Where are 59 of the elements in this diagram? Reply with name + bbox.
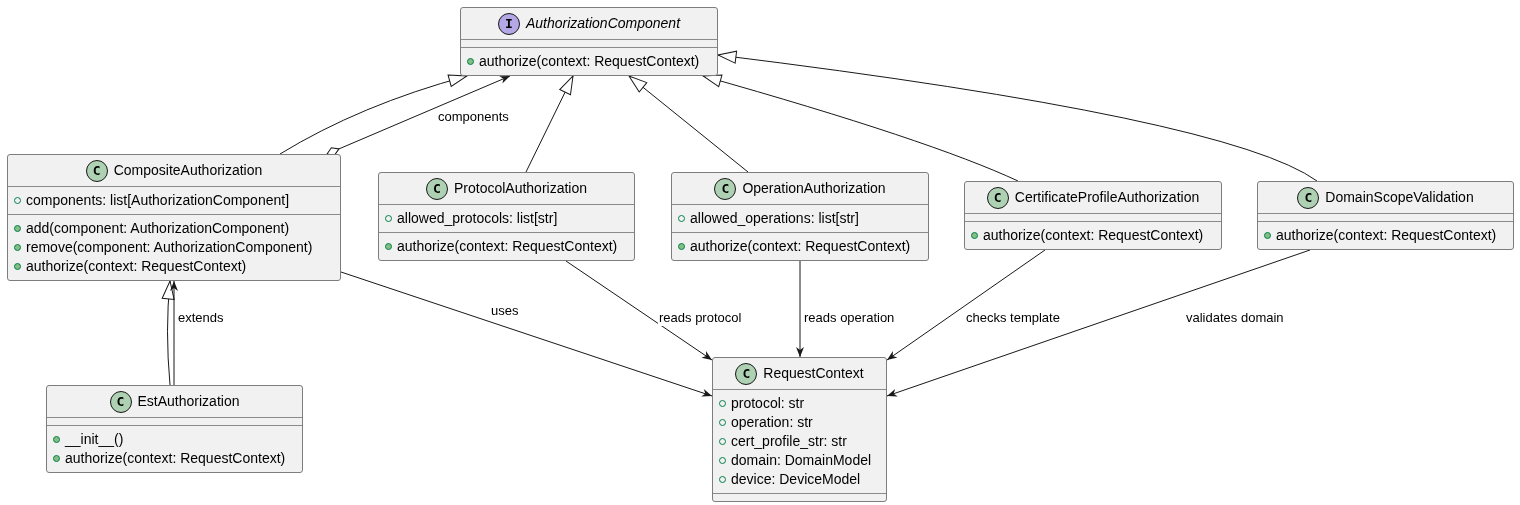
- method-text: authorize(context: RequestContext): [397, 237, 618, 256]
- class-box: [671, 172, 929, 261]
- method-text: authorize(context: RequestContext): [479, 52, 700, 71]
- method-text: authorize(context: RequestContext): [65, 449, 286, 468]
- generalization-arrow: [279, 74, 468, 155]
- class-box: [46, 385, 303, 473]
- method-text: authorize(context: RequestContext): [26, 257, 247, 276]
- attribute-text: device: DeviceModel: [731, 470, 861, 489]
- stereotype-spot: C: [735, 362, 758, 385]
- attribute-text: protocol: str: [731, 394, 805, 413]
- method-text: remove(component: AuthorizationComponent): [26, 238, 313, 257]
- method-text: authorize(context: RequestContext): [983, 226, 1204, 245]
- interface-name: AuthorizationComponent: [525, 14, 681, 33]
- method-text: __init__(): [65, 430, 124, 449]
- stereotype-spot: C: [1297, 186, 1320, 209]
- aggregation-arrow: [326, 75, 511, 156]
- stereotype-spot: C: [714, 177, 737, 200]
- edge-label: reads protocol: [658, 310, 743, 326]
- association-arrow: [886, 249, 1046, 361]
- attribute-text: operation: str: [731, 413, 813, 432]
- stereotype-spot: C: [425, 177, 448, 200]
- generalization-arrow: [525, 75, 574, 173]
- class-name: OperationAuthorization: [742, 179, 886, 198]
- class-name: EstAuthorization: [137, 392, 240, 411]
- method-text: add(component: AuthorizationComponent): [26, 219, 290, 238]
- attribute-text: allowed_protocols: list[str]: [397, 209, 558, 228]
- generalization-arrow: [702, 74, 1019, 182]
- stereotype-spot: C: [85, 159, 108, 182]
- interface-box: [460, 7, 718, 76]
- class-box: [712, 357, 887, 502]
- stereotype-spot: C: [109, 390, 132, 413]
- association-arrow: [886, 249, 1311, 397]
- class-box: [1257, 181, 1514, 250]
- attribute-text: cert_profile_str: str: [731, 432, 847, 451]
- class-box: [378, 172, 635, 261]
- class-name: DomainScopeValidation: [1325, 188, 1474, 207]
- class-name: ProtocolAuthorization: [453, 179, 588, 198]
- attribute-text: domain: DomainModel: [731, 451, 872, 470]
- association-arrow: [340, 271, 713, 397]
- stereotype-spot: C: [986, 186, 1009, 209]
- method-text: authorize(context: RequestContext): [690, 237, 911, 256]
- edge-label: checks template: [965, 310, 1061, 326]
- class-name: CompositeAuthorization: [113, 161, 263, 180]
- generalization-arrow: [717, 50, 1318, 182]
- association-arrow: [565, 260, 713, 361]
- class-name: CertificateProfileAuthorization: [1014, 188, 1200, 207]
- class-box: [7, 154, 341, 281]
- edge-label: reads operation: [803, 310, 896, 326]
- generalization-arrow: [161, 280, 175, 386]
- generalization-arrow: [628, 75, 749, 173]
- attribute-text: components: list[AuthorizationComponent]: [26, 191, 290, 210]
- stereotype-spot: I: [497, 12, 520, 35]
- method-text: authorize(context: RequestContext): [1276, 226, 1497, 245]
- attribute-text: allowed_operations: list[str]: [690, 209, 859, 228]
- class-name: RequestContext: [763, 364, 864, 383]
- class-box: [964, 181, 1222, 250]
- association-arrow: [170, 280, 178, 386]
- association-arrow: [796, 260, 804, 358]
- edge-label: components: [437, 109, 510, 125]
